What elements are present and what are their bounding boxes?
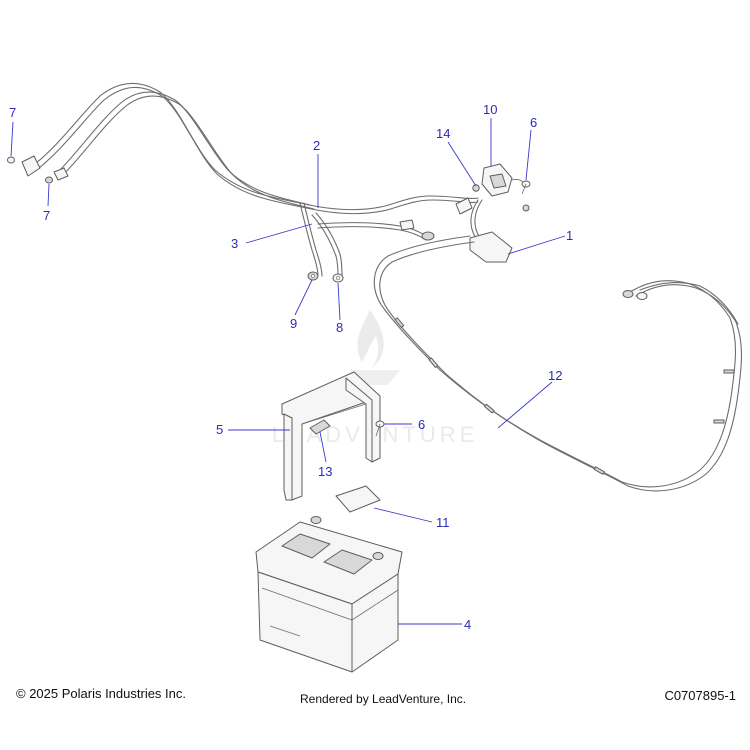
copyright-text: © 2025 Polaris Industries Inc. [16,686,186,701]
callout-8: 8 [336,320,343,335]
part-6-bolt-lower[interactable] [375,420,385,437]
part-13-pad[interactable] [309,419,331,435]
part-7-fastener-lower[interactable] [45,176,53,184]
part-8-terminal[interactable] [332,273,344,283]
part-9-terminal[interactable] [307,271,319,281]
diagram-code: C0707895-1 [664,688,736,703]
leader-lines [10,118,566,625]
part-5-battery-bracket[interactable] [281,371,381,501]
callout-11: 11 [436,515,450,530]
callout-9: 9 [290,316,297,331]
callout-6-upper: 6 [530,115,537,130]
callout-12: 12 [548,368,562,383]
callout-7-lower: 7 [43,208,50,223]
part-11-pad[interactable] [335,485,381,513]
part-6-bolt-upper[interactable] [521,180,531,195]
callout-7-upper: 7 [9,105,16,120]
bolt-small[interactable] [522,204,530,212]
callout-13: 13 [318,464,332,479]
callout-5: 5 [216,422,223,437]
callout-4: 4 [464,617,471,632]
callout-14: 14 [436,126,450,141]
callout-1: 1 [566,228,573,243]
callout-2: 2 [313,138,320,153]
callout-numbers: 7 7 2 3 9 8 10 14 6 1 12 5 13 6 11 4 [9,102,573,632]
callout-3: 3 [231,236,238,251]
part-10-solenoid[interactable] [481,163,525,197]
callout-10: 10 [483,102,497,117]
callout-6-lower: 6 [418,417,425,432]
rendered-by-text: Rendered by LeadVenture, Inc. [300,692,467,706]
cable-boot-small[interactable] [455,197,473,215]
part-12-long-cable[interactable] [373,235,742,492]
part-7-fastener-upper[interactable] [7,156,15,164]
part-14-nut[interactable] [472,184,480,192]
part-2-cable-harness[interactable] [21,82,479,277]
part-4-battery[interactable] [255,516,403,673]
part-1-positive-cable[interactable] [469,199,513,263]
